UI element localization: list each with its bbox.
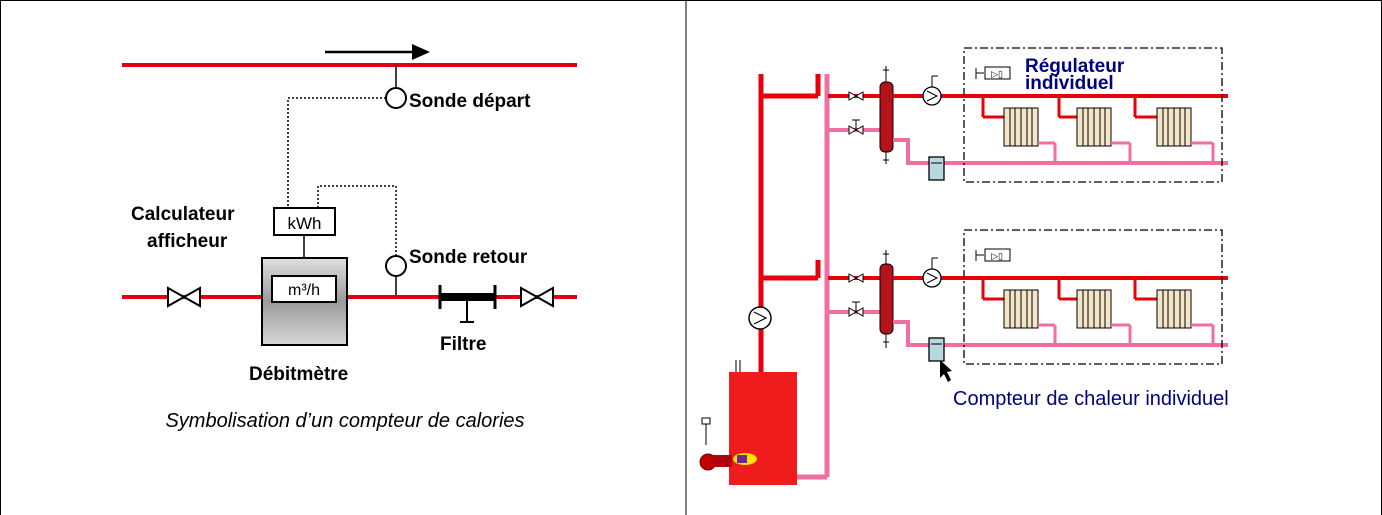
filter-label: Filtre xyxy=(440,334,486,355)
svg-text:▷▯: ▷▯ xyxy=(991,69,1003,79)
calculator-display xyxy=(273,207,336,236)
supply-sensor-icon xyxy=(385,87,407,109)
regulator-zone-top xyxy=(963,47,1223,183)
return-sensor-wire xyxy=(317,185,397,256)
thermostat-top-icon: ▷▯ xyxy=(975,66,1011,80)
return-sensor-label: Sonde retour xyxy=(409,247,528,268)
supply-sensor-label: Sonde départ xyxy=(409,91,531,112)
flow-direction-arrow-icon xyxy=(325,44,430,60)
hydraulic-separator-bottom xyxy=(879,263,894,335)
regulator-label-line2: individuel xyxy=(1025,73,1114,94)
radiator-top-1 xyxy=(981,96,1057,163)
main-pump-icon xyxy=(748,306,772,330)
boiler xyxy=(729,372,797,485)
top-circuit-pump-icon xyxy=(922,86,942,106)
valve-top-return-icon xyxy=(848,119,864,135)
flow-unit-display xyxy=(271,275,337,303)
burner-icon xyxy=(699,417,757,471)
caption: Symbolisation d’un compteur de calories xyxy=(165,410,524,432)
radiator-bottom-3 xyxy=(1133,278,1215,345)
shutoff-valve-right-icon xyxy=(520,286,554,308)
heating-installation-diagram: ▷▯ Régulateur individuel xyxy=(699,47,1229,485)
heat-meter-bottom-icon xyxy=(928,337,945,362)
return-sensor-icon xyxy=(385,255,407,277)
flow-unit-label: m³/h xyxy=(288,282,320,299)
radiator-top-2 xyxy=(1057,96,1132,163)
calorie-meter-diagram: Sonde départ Calculateur afficheur kWh S… xyxy=(122,44,577,432)
radiator-bottom-1 xyxy=(981,278,1057,345)
pointer-arrow-icon xyxy=(940,360,952,382)
bottom-circuit-pump-icon xyxy=(922,268,942,288)
calculator-label-line2: afficheur xyxy=(147,231,228,252)
valve-top-supply-icon xyxy=(848,91,864,101)
svg-text:▷▯: ▷▯ xyxy=(991,251,1003,261)
heat-meter-top-icon xyxy=(928,156,945,181)
valve-bottom-supply-icon xyxy=(848,273,864,283)
regulator-label-line1: Régulateur xyxy=(1025,56,1125,77)
hydraulic-separator-top xyxy=(879,81,894,153)
kwh-label: kWh xyxy=(288,214,322,233)
radiator-top-3 xyxy=(1133,96,1215,163)
top-circuit-return xyxy=(893,138,1228,165)
valve-bottom-return-icon xyxy=(848,301,864,317)
thermostat-bottom-icon: ▷▯ xyxy=(975,248,1011,262)
heat-meter-label: Compteur de chaleur individuel xyxy=(953,388,1229,410)
bottom-circuit-return xyxy=(893,320,1228,347)
supply-sensor-wire xyxy=(287,97,386,208)
shutoff-valve-left-icon xyxy=(167,286,201,308)
flowmeter-label: Débitmètre xyxy=(249,364,348,385)
radiator-bottom-2 xyxy=(1057,278,1132,345)
regulator-zone-bottom xyxy=(963,229,1223,365)
filter-icon xyxy=(438,285,497,323)
calculator-label-line1: Calculateur xyxy=(131,204,235,225)
